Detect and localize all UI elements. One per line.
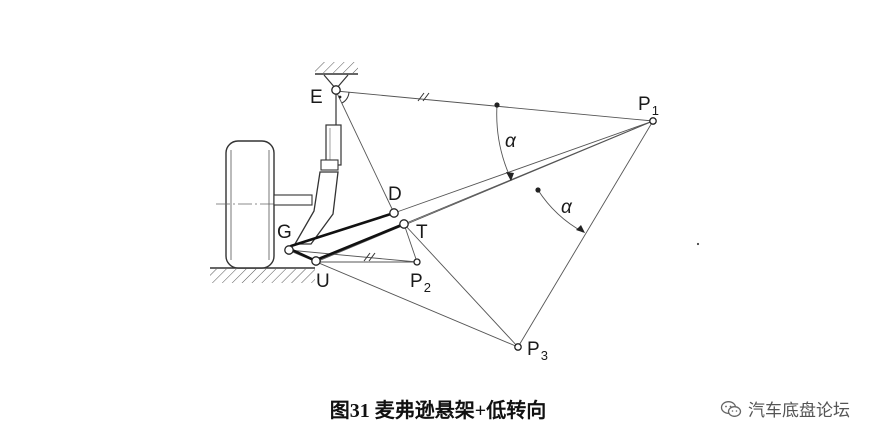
label-E: E [310, 87, 323, 108]
joint-E [331, 85, 341, 95]
point-labels: E D G T U P1 P2 P3 α α [277, 87, 659, 363]
joint-U [311, 256, 321, 266]
joint-T [399, 219, 409, 229]
hub [273, 194, 313, 206]
wechat-icon [720, 400, 742, 417]
watermark-text: 汽车底盘论坛 [748, 401, 850, 421]
label-P2: P2 [410, 271, 431, 295]
figure-caption: 图31 麦弗逊悬架+低转向 [329, 400, 547, 422]
label-D: D [388, 184, 402, 205]
arc-arrowheads [506, 172, 585, 233]
ground [210, 267, 315, 283]
label-alpha-1: α [505, 131, 517, 152]
label-P1: P1 [638, 94, 659, 118]
stray-dot [696, 242, 700, 246]
label-P3: P3 [527, 339, 548, 363]
label-T: T [416, 222, 428, 243]
point-P2 [413, 258, 421, 266]
construction-lines [287, 90, 654, 348]
label-U: U [316, 271, 330, 292]
point-P3 [514, 343, 522, 351]
strut [293, 91, 342, 245]
parallel-marks [363, 92, 430, 262]
point-P1 [649, 117, 657, 125]
label-alpha-2: α [561, 197, 573, 218]
joint-G [284, 245, 294, 255]
arc-dots [494, 102, 541, 193]
watermark: 汽车底盘论坛 [720, 396, 850, 421]
joints [284, 85, 657, 351]
joint-D [389, 208, 399, 218]
right-angle-marker [338, 91, 350, 104]
label-G: G [277, 222, 292, 243]
top-mount [315, 62, 358, 90]
